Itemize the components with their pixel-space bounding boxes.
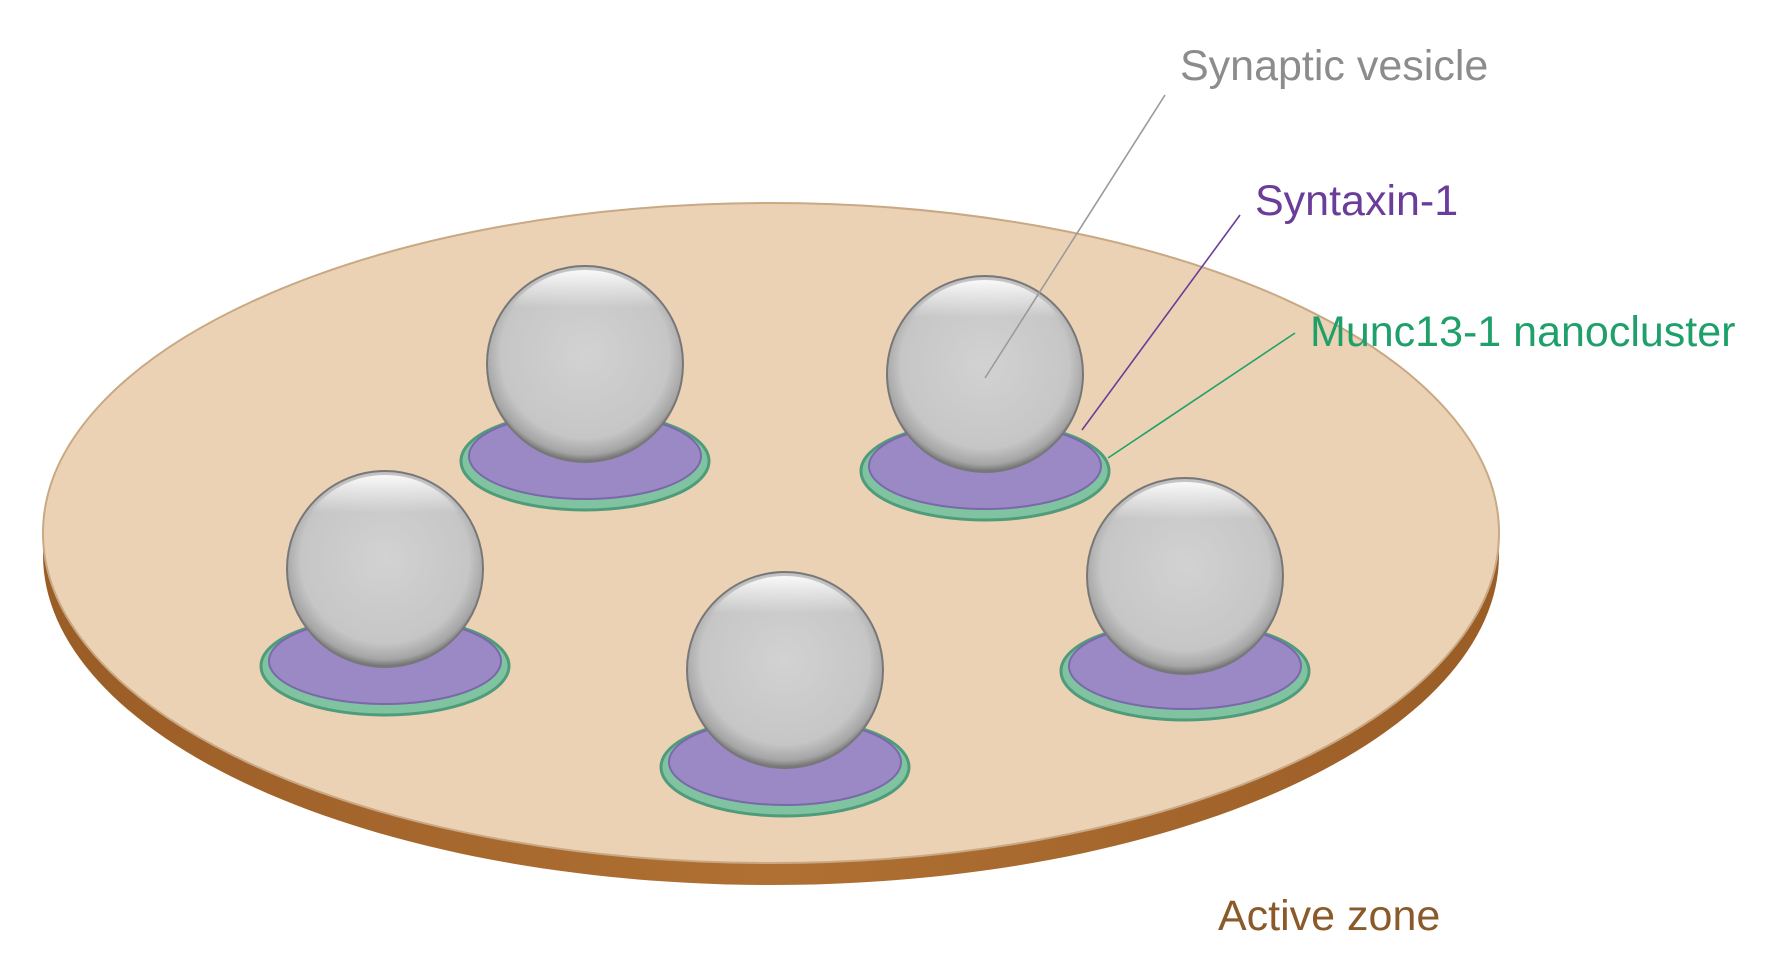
docking-site-3: [259, 470, 511, 717]
leader-line-synaptic-vesicle: [984, 94, 1166, 379]
leader-line-syntaxin: [1081, 214, 1241, 431]
vesicle-highlight: [1091, 482, 1279, 670]
leader-line-munc13: [1107, 332, 1296, 459]
docking-site-4: [1059, 477, 1311, 722]
vesicle-highlight: [491, 270, 679, 458]
docking-site-1: [459, 265, 711, 512]
docking-site-2: [859, 275, 1111, 522]
label-munc13-nanocluster: Munc13-1 nanocluster: [1310, 308, 1735, 356]
docking-site-5: [659, 571, 911, 818]
label-syntaxin: Syntaxin-1: [1255, 177, 1458, 225]
vesicle-highlight: [891, 280, 1079, 468]
label-synaptic-vesicle: Synaptic vesicle: [1180, 42, 1488, 90]
label-active-zone: Active zone: [1218, 892, 1440, 940]
vesicle-highlight: [291, 475, 479, 663]
vesicle-highlight: [691, 576, 879, 764]
